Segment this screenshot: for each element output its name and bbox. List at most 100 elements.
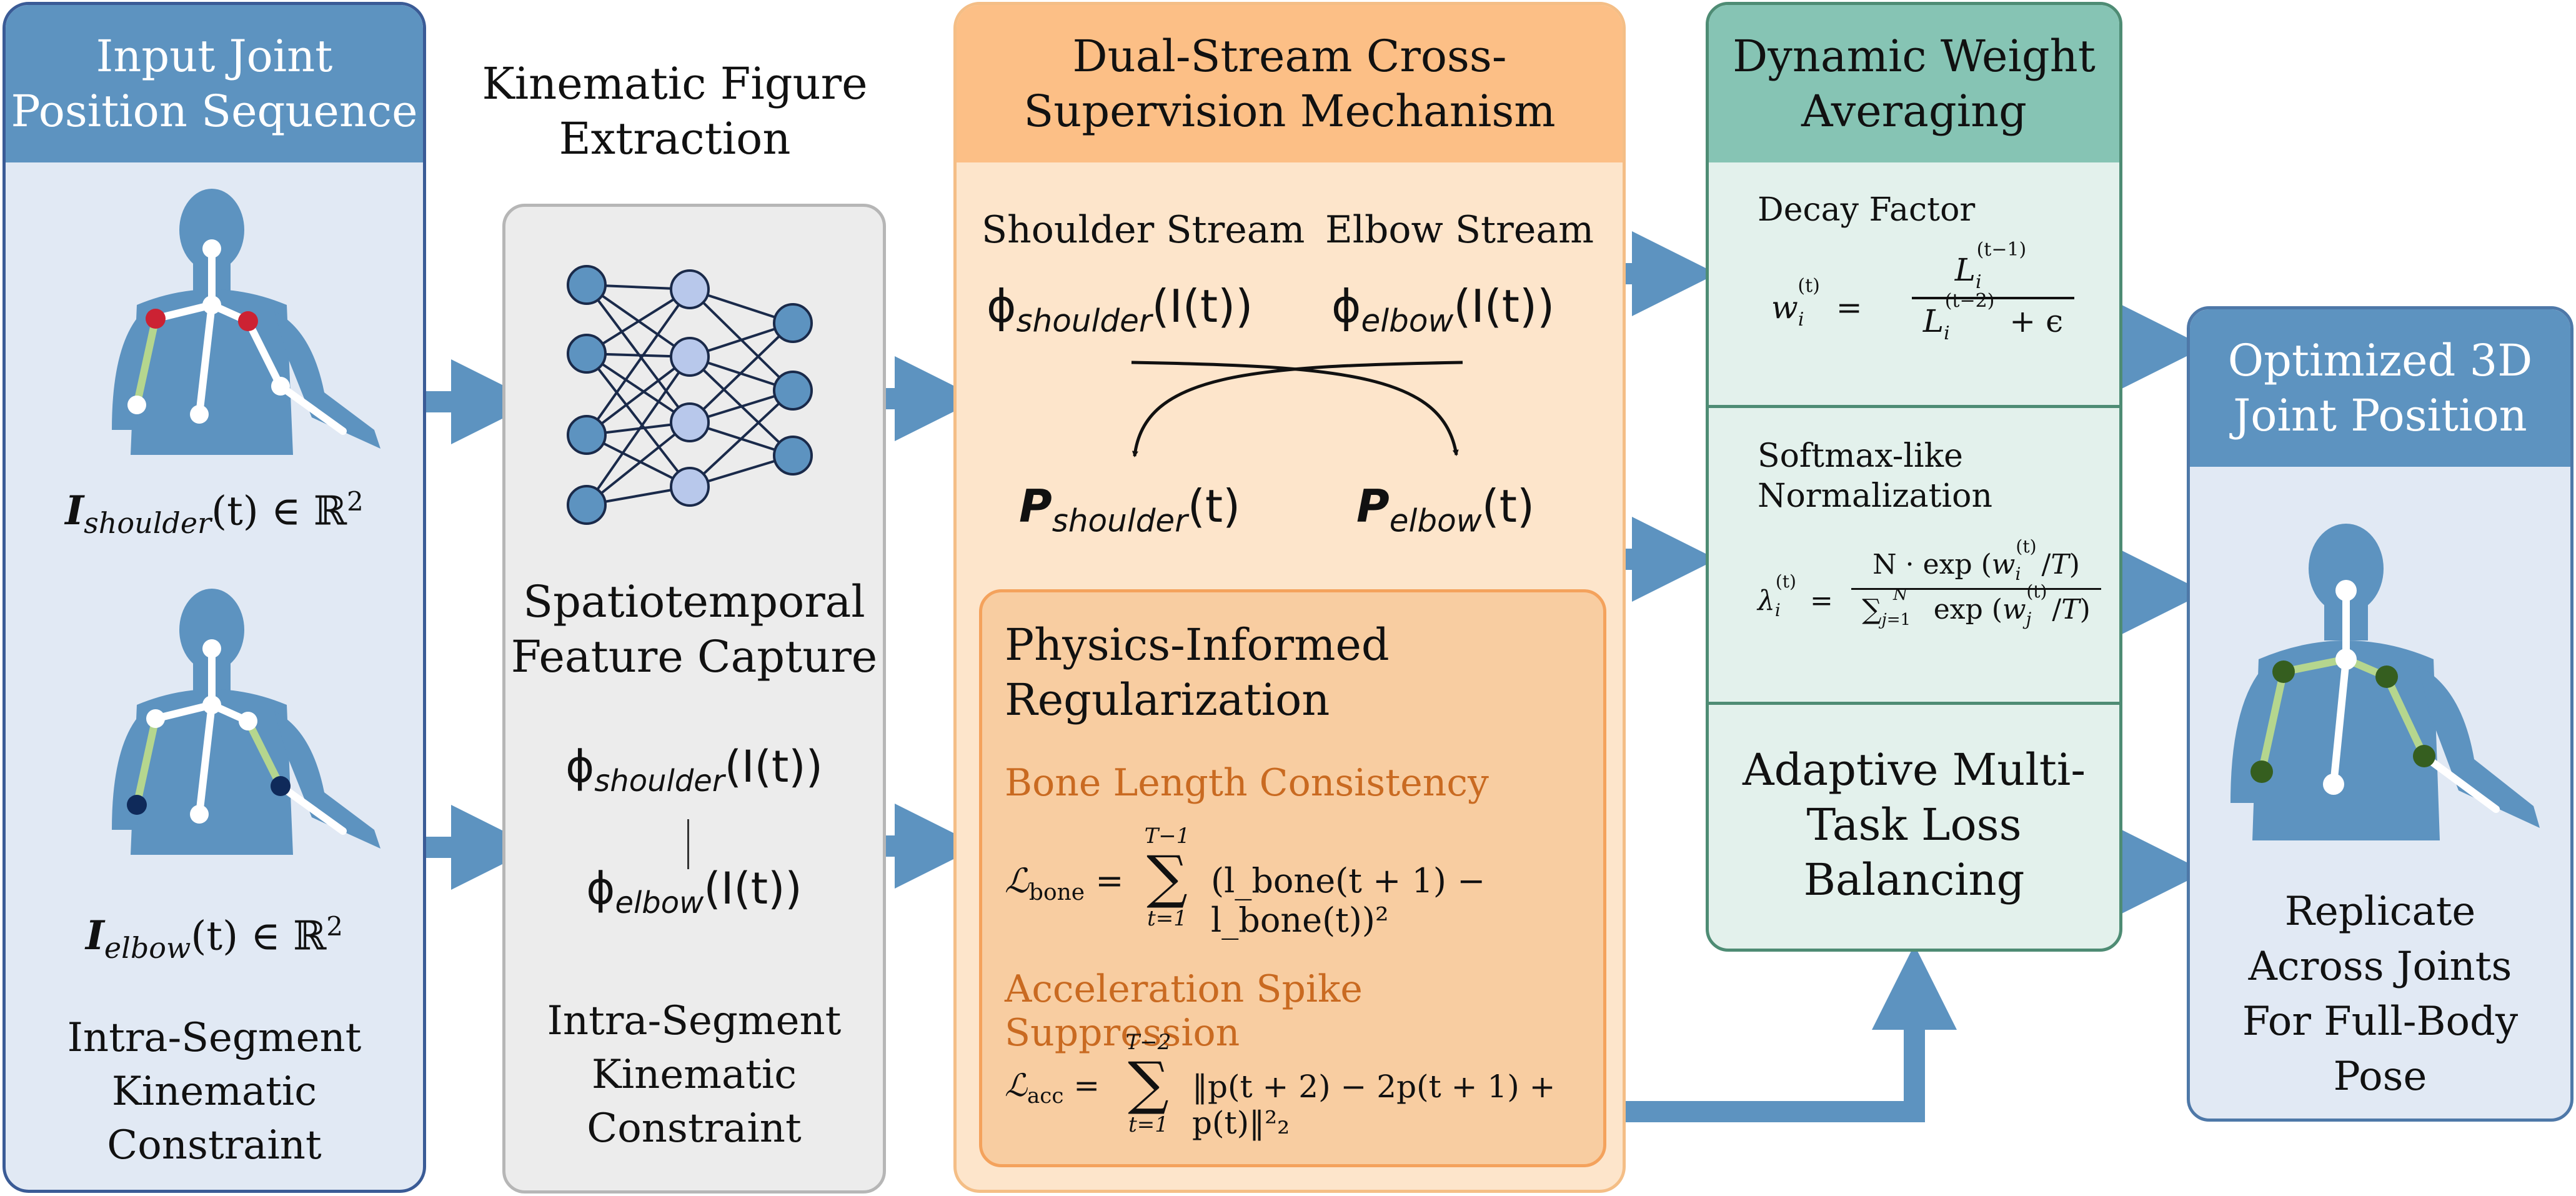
output-footer: Replicate Across Joints For Full-Body Po… bbox=[2190, 884, 2570, 1104]
extraction-phi-elbow: ϕelbow(I(t)) bbox=[505, 863, 883, 920]
shoulder-input-sub: shoulder bbox=[84, 506, 212, 541]
acc-sum-sign: ∑ bbox=[1128, 1050, 1169, 1117]
dual-phi-shoulder-symbol: ϕ bbox=[987, 280, 1017, 332]
extraction-phi-separator bbox=[687, 819, 689, 869]
elbow-input-symbol: I bbox=[85, 912, 104, 960]
dynamic-title-line1: Dynamic Weight bbox=[1733, 31, 2096, 82]
dual-phi-elbow-rest: (I(t)) bbox=[1453, 280, 1555, 332]
extraction-phi-elbow-rest: (I(t)) bbox=[704, 863, 802, 914]
softmax-label: Softmax-like Normalization bbox=[1758, 436, 1992, 516]
dual-title-line1: Dual-Stream Cross- bbox=[1072, 31, 1507, 82]
bone-loss-formula: ℒbone = T−1 ∑ t=1 (l_bone(t + 1) − l_bon… bbox=[1005, 824, 1592, 942]
softmax-divider bbox=[1709, 702, 2119, 705]
acc-sum-bottom: t=1 bbox=[1128, 1112, 1168, 1137]
extraction-title: Kinematic Figure Extraction bbox=[450, 56, 900, 166]
output-footer-line1: Replicate bbox=[2284, 889, 2476, 935]
acc-sum-top: T−2 bbox=[1125, 1030, 1171, 1055]
elbow-input-rest: (t) ∈ ℝ bbox=[191, 913, 327, 960]
dual-phi-shoulder: ϕshoulder(I(t)) bbox=[987, 280, 1253, 339]
output-footer-line4: Pose bbox=[2333, 1054, 2427, 1100]
p-shoulder: Pshoulder(t) bbox=[1019, 480, 1240, 539]
capture-line2: Feature Capture bbox=[510, 631, 878, 682]
extraction-phi-shoulder-sub: shoulder bbox=[594, 764, 725, 799]
input-title-line1: Input Joint bbox=[96, 31, 333, 82]
shoulder-input-formula: Ishoulder(t) ∈ ℝ2 bbox=[6, 486, 423, 540]
output-title-line2: Joint Position bbox=[2233, 390, 2527, 441]
elbow-input-formula: Ielbow(t) ∈ ℝ2 bbox=[6, 911, 423, 965]
acc-rhs: ‖p(t + 2) − 2p(t + 1) + p(t)‖²₂ bbox=[1192, 1069, 1556, 1141]
output-footer-line3: For Full-Body bbox=[2242, 999, 2519, 1045]
bone-lhs-sub: bone bbox=[1028, 879, 1085, 905]
shoulder-input-symbol: I bbox=[65, 487, 84, 535]
acc-loss-formula: ℒacc = T−2 ∑ t=1 ‖p(t + 2) − 2p(t + 1) +… bbox=[1005, 1030, 1592, 1149]
capture-line1: Spatiotemporal bbox=[523, 576, 865, 627]
input-title-line2: Position Sequence bbox=[11, 86, 418, 137]
p-shoulder-symbol: P bbox=[1019, 480, 1052, 532]
bone-sum-bottom: t=1 bbox=[1147, 906, 1187, 931]
acc-lhs-sub: acc bbox=[1027, 1084, 1064, 1109]
p-shoulder-sub: shoulder bbox=[1052, 502, 1188, 539]
decay-num: L bbox=[1954, 252, 1976, 288]
input-footer-line1: Intra-Segment bbox=[67, 1015, 362, 1061]
elbow-stream-label: Elbow Stream bbox=[1325, 208, 1594, 252]
dual-phi-elbow: ϕelbow(I(t)) bbox=[1331, 280, 1554, 339]
physics-title-line1: Physics-Informed bbox=[1005, 619, 1390, 670]
extraction-phi-shoulder-rest: (I(t)) bbox=[724, 741, 823, 792]
p-elbow: Pelbow(t) bbox=[1356, 480, 1534, 539]
adaptive-line3: Balancing bbox=[1803, 854, 2025, 905]
dynamic-title-line2: Averaging bbox=[1801, 86, 2027, 137]
softmax-formula: λi(t) = N · exp (wi(t)/T) ∑j=1N exp (wj(… bbox=[1758, 536, 2107, 674]
extraction-phi-elbow-symbol: ϕ bbox=[586, 863, 615, 914]
dual-stream-header: Dual-Stream Cross- Supervision Mechanism bbox=[957, 5, 1623, 162]
decay-eps: + ϵ bbox=[2009, 303, 2064, 339]
dynamic-weight-header: Dynamic Weight Averaging bbox=[1709, 5, 2119, 162]
dual-phi-elbow-sub: elbow bbox=[1361, 302, 1454, 339]
output-panel-header: Optimized 3D Joint Position bbox=[2190, 309, 2570, 467]
acc-lhs: ℒ bbox=[1005, 1067, 1028, 1104]
body-figure-elbow bbox=[112, 589, 380, 855]
extraction-title-line1: Kinematic Figure bbox=[482, 58, 868, 109]
shoulder-input-sup: 2 bbox=[347, 486, 364, 517]
bone-length-label: Bone Length Consistency bbox=[1005, 761, 1489, 805]
p-elbow-rest: (t) bbox=[1481, 480, 1535, 532]
dual-phi-shoulder-rest: (I(t)) bbox=[1151, 280, 1253, 332]
softmax-num: N · exp bbox=[1872, 549, 1972, 581]
output-title-line1: Optimized 3D bbox=[2227, 335, 2533, 386]
dual-phi-shoulder-sub: shoulder bbox=[1016, 302, 1152, 339]
softmax-den-exp: exp bbox=[1933, 594, 1983, 625]
adaptive-label: Adaptive Multi- Task Loss Balancing bbox=[1709, 742, 2119, 907]
elbow-input-sup: 2 bbox=[326, 911, 344, 942]
decay-divider bbox=[1709, 405, 2119, 408]
cross-supervision-arrows bbox=[1131, 361, 1463, 457]
adaptive-line1: Adaptive Multi- bbox=[1743, 744, 2086, 795]
acceleration-label: Acceleration Spike Suppression bbox=[1005, 967, 1363, 1055]
shoulder-input-rest: (t) ∈ ℝ bbox=[211, 488, 347, 535]
dynamic-weight-panel: Dynamic Weight Averaging Decay Factor wi… bbox=[1706, 2, 2122, 952]
extraction-footer-line1: Intra-Segment bbox=[547, 998, 842, 1044]
decay-den: L bbox=[1922, 303, 1944, 339]
input-footer-line3: Constraint bbox=[107, 1122, 322, 1169]
dual-title-line2: Supervision Mechanism bbox=[1023, 86, 1556, 137]
input-panel: Input Joint Position Sequence bbox=[2, 2, 426, 1193]
neural-network-icon bbox=[567, 265, 813, 525]
extraction-panel: Spatiotemporal Feature Capture ϕshoulder… bbox=[502, 204, 886, 1194]
bone-rhs: (l_bone(t + 1) − l_bone(t))² bbox=[1211, 861, 1486, 940]
softmax-label-line2: Normalization bbox=[1758, 477, 1992, 515]
elbow-input-sub: elbow bbox=[104, 931, 191, 965]
adaptive-line2: Task Loss bbox=[1806, 799, 2022, 850]
extraction-footer-line2: Kinematic bbox=[591, 1052, 797, 1098]
arrow-physics-to-adaptive bbox=[1626, 945, 1957, 1122]
extraction-phi-shoulder: ϕshoulder(I(t)) bbox=[505, 741, 883, 799]
softmax-label-line1: Softmax-like bbox=[1758, 437, 1963, 475]
p-elbow-symbol: P bbox=[1356, 480, 1390, 532]
physics-title-line2: Regularization bbox=[1005, 674, 1330, 725]
capture-label: Spatiotemporal Feature Capture bbox=[505, 574, 883, 684]
bone-lhs: ℒ bbox=[1005, 861, 1029, 900]
extraction-footer-line3: Constraint bbox=[587, 1105, 802, 1152]
p-elbow-sub: elbow bbox=[1389, 502, 1482, 539]
physics-title: Physics-Informed Regularization bbox=[1005, 617, 1390, 727]
shoulder-stream-label: Shoulder Stream bbox=[982, 208, 1305, 252]
input-footer: Intra-Segment Kinematic Constraint bbox=[6, 1011, 423, 1172]
dual-stream-panel: Dual-Stream Cross- Supervision Mechanism… bbox=[953, 2, 1626, 1193]
